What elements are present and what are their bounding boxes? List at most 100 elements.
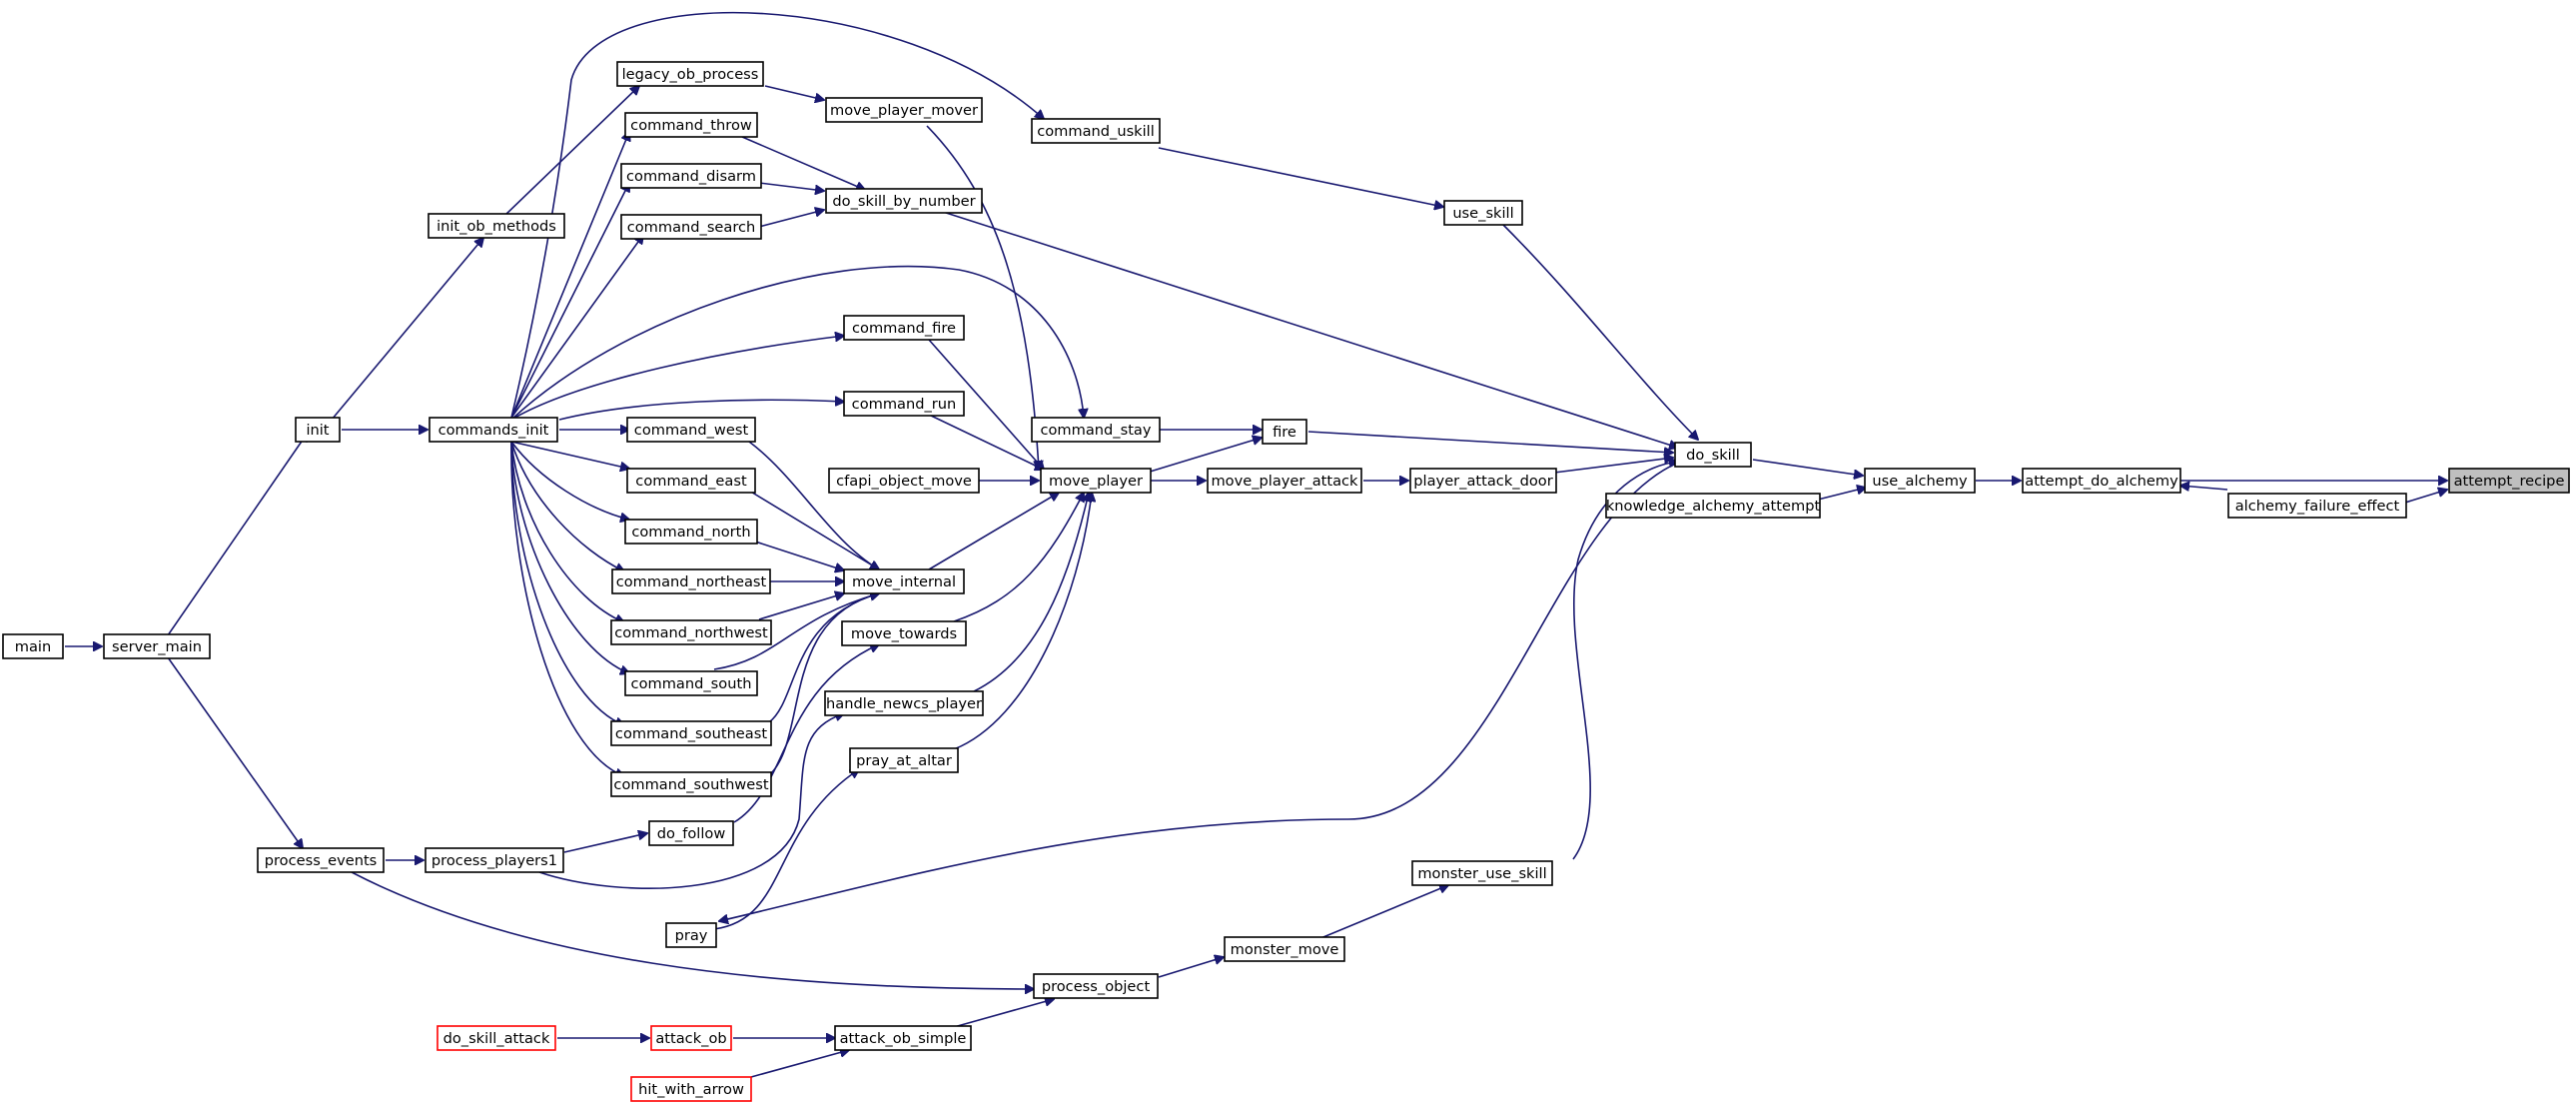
- edge-pray_at_altar-move_player: [953, 493, 1092, 750]
- node-label: monster_use_skill: [1417, 865, 1546, 882]
- edge-commands_init-command_south: [510, 441, 629, 673]
- edge-commands_init-command_disarm: [510, 183, 629, 419]
- edge-command_run-move_player: [928, 414, 1044, 470]
- edge-process_players1-handle_newcs_player: [538, 713, 844, 889]
- node-move_player[interactable]: move_player: [1040, 468, 1152, 494]
- node-monster_use_skill[interactable]: monster_use_skill: [1411, 860, 1553, 886]
- edge-do_skill_by_number-do_skill: [942, 211, 1678, 448]
- node-server_main[interactable]: server_main: [103, 633, 211, 659]
- edge-server_main-init: [167, 433, 308, 636]
- node-command_search[interactable]: command_search: [620, 214, 762, 240]
- node-command_southwest[interactable]: command_southwest: [610, 771, 772, 797]
- node-do_skill_by_number[interactable]: do_skill_by_number: [825, 188, 983, 214]
- node-do_skill_attack[interactable]: do_skill_attack: [436, 1025, 556, 1051]
- node-label: init: [306, 422, 329, 439]
- edge-legacy_ob_process-move_player_mover: [764, 85, 824, 100]
- node-main[interactable]: main: [2, 633, 64, 659]
- node-hit_with_arrow[interactable]: hit_with_arrow: [630, 1076, 752, 1102]
- node-command_fire[interactable]: command_fire: [843, 315, 965, 341]
- edge-command_throw-do_skill_by_number: [741, 136, 865, 190]
- edge-monster_use_skill-do_skill: [1572, 462, 1678, 860]
- node-label: command_throw: [630, 117, 752, 134]
- node-commands_init[interactable]: commands_init: [429, 417, 558, 443]
- node-attack_ob[interactable]: attack_ob: [650, 1025, 732, 1051]
- node-command_east[interactable]: command_east: [626, 468, 756, 494]
- node-label: do_skill_by_number: [832, 193, 975, 210]
- node-legacy_ob_process[interactable]: legacy_ob_process: [616, 61, 764, 87]
- edge-init_ob_methods-legacy_ob_process: [503, 86, 639, 217]
- node-process_object[interactable]: process_object: [1033, 973, 1159, 999]
- node-command_disarm[interactable]: command_disarm: [620, 163, 762, 189]
- node-command_south[interactable]: command_south: [624, 670, 758, 696]
- node-label: init_ob_methods: [436, 218, 556, 235]
- node-process_events[interactable]: process_events: [257, 847, 385, 873]
- node-label: command_run: [852, 396, 957, 413]
- node-command_north[interactable]: command_north: [624, 519, 758, 545]
- edge-commands_init-command_northwest: [510, 441, 624, 622]
- edge-pray-do_skill: [719, 462, 1679, 921]
- node-label: move_internal: [852, 573, 956, 590]
- node-pray[interactable]: pray: [665, 922, 717, 948]
- node-label: command_northwest: [614, 624, 768, 641]
- node-command_throw[interactable]: command_throw: [624, 112, 758, 138]
- node-do_skill[interactable]: do_skill: [1674, 442, 1752, 468]
- edge-do_follow-move_towards: [733, 644, 879, 823]
- node-do_follow[interactable]: do_follow: [648, 820, 734, 846]
- node-alchemy_failure_effect[interactable]: alchemy_failure_effect: [2227, 493, 2407, 519]
- node-label: pray: [675, 927, 708, 944]
- node-command_southeast[interactable]: command_southeast: [610, 720, 772, 746]
- node-attempt_do_alchemy[interactable]: attempt_do_alchemy: [2022, 468, 2181, 494]
- edge-pray-pray_at_altar: [713, 769, 859, 930]
- node-player_attack_door[interactable]: player_attack_door: [1409, 468, 1557, 494]
- node-use_skill[interactable]: use_skill: [1443, 200, 1523, 226]
- node-label: command_search: [627, 219, 756, 236]
- edge-process_events-process_object: [351, 871, 1034, 989]
- node-label: command_uskill: [1037, 123, 1155, 140]
- edge-command_west-move_internal: [748, 441, 879, 569]
- edge-move_towards-move_player: [953, 493, 1084, 622]
- node-label: knowledge_alchemy_attempt: [1606, 498, 1821, 515]
- node-label: monster_move: [1231, 941, 1339, 958]
- edge-command_northwest-move_internal: [758, 593, 844, 620]
- node-move_towards[interactable]: move_towards: [841, 620, 967, 646]
- node-pray_at_altar[interactable]: pray_at_altar: [849, 747, 959, 773]
- node-handle_newcs_player[interactable]: handle_newcs_player: [824, 690, 984, 716]
- node-knowledge_alchemy_attempt[interactable]: knowledge_alchemy_attempt: [1605, 493, 1821, 519]
- edge-commands_init-command_southwest: [510, 441, 624, 776]
- node-command_stay[interactable]: command_stay: [1031, 417, 1161, 443]
- node-label: command_fire: [852, 320, 956, 337]
- node-move_internal[interactable]: move_internal: [843, 568, 965, 594]
- edge-move_player_mover-move_player: [926, 125, 1039, 470]
- node-fire[interactable]: fire: [1262, 419, 1307, 445]
- node-command_uskill[interactable]: command_uskill: [1031, 118, 1161, 144]
- node-label: command_west: [634, 422, 749, 439]
- node-attack_ob_simple[interactable]: attack_ob_simple: [834, 1025, 972, 1051]
- node-process_players1[interactable]: process_players1: [425, 847, 564, 873]
- node-move_player_mover[interactable]: move_player_mover: [825, 97, 983, 123]
- edge-commands_init-command_uskill: [510, 11, 1044, 419]
- node-label: handle_newcs_player: [826, 695, 982, 712]
- node-init_ob_methods[interactable]: init_ob_methods: [428, 213, 565, 239]
- node-command_northeast[interactable]: command_northeast: [611, 568, 771, 594]
- node-use_alchemy[interactable]: use_alchemy: [1864, 468, 1976, 494]
- node-init[interactable]: init: [295, 417, 341, 443]
- node-label: command_disarm: [626, 168, 756, 185]
- node-move_player_attack[interactable]: move_player_attack: [1207, 468, 1362, 494]
- node-label: fire: [1273, 424, 1296, 441]
- node-label: attack_ob: [655, 1030, 726, 1047]
- node-command_run[interactable]: command_run: [843, 391, 965, 417]
- edge-hit_with_arrow-attack_ob_simple: [750, 1050, 849, 1078]
- node-command_northwest[interactable]: command_northwest: [610, 619, 772, 645]
- node-command_west[interactable]: command_west: [626, 417, 756, 443]
- node-label: do_skill: [1686, 447, 1740, 464]
- node-attempt_recipe[interactable]: attempt_recipe: [2448, 468, 2570, 494]
- edge-commands_init-command_northeast: [510, 441, 624, 571]
- node-monster_move[interactable]: monster_move: [1224, 936, 1345, 962]
- node-cfapi_object_move[interactable]: cfapi_object_move: [828, 468, 980, 494]
- edge-move_internal-move_player: [928, 493, 1059, 570]
- edge-commands_init-command_southeast: [510, 441, 624, 725]
- node-label: attack_ob_simple: [840, 1030, 967, 1047]
- edge-use_skill-do_skill: [1502, 224, 1698, 440]
- edge-process_object-monster_move: [1158, 957, 1224, 978]
- edge-attempt_do_alchemy-alchemy_failure_effect: [2180, 486, 2228, 490]
